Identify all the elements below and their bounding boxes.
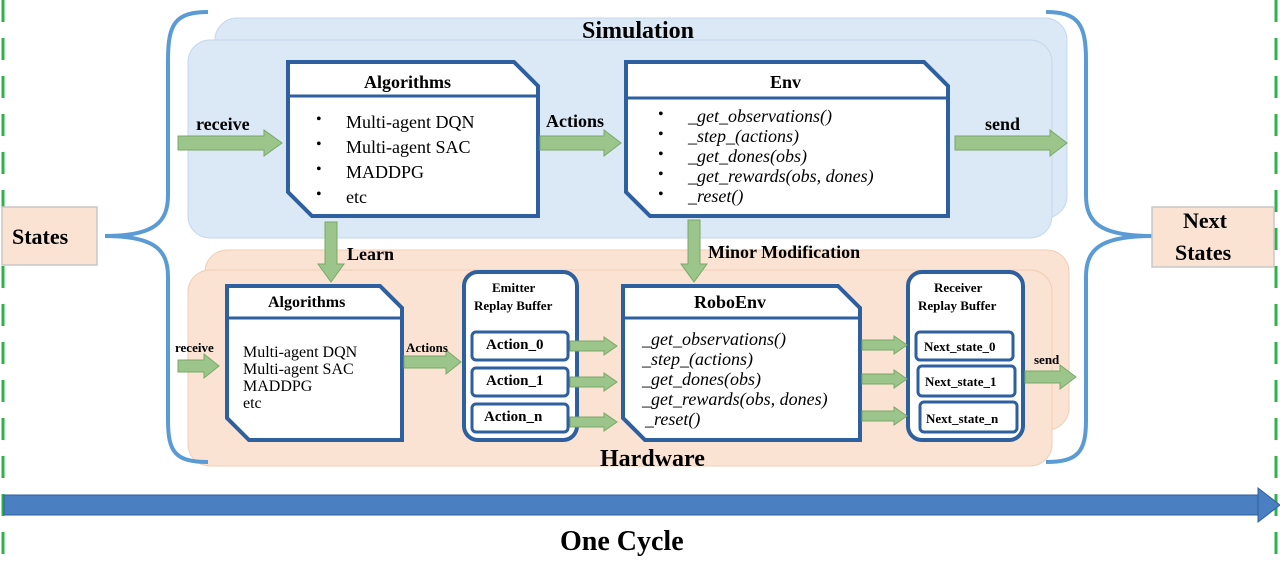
next-state-1-label: Next_state_1 — [925, 374, 997, 389]
sim-send-arrow — [954, 128, 1068, 158]
sim-send-label: send — [985, 114, 1021, 134]
hw-algorithm-item: MADDPG — [243, 378, 313, 395]
next-state-n-label: Next_state_n — [926, 411, 999, 426]
hardware-title: Hardware — [600, 446, 705, 472]
bullet: • — [658, 106, 664, 123]
next-state-0-box — [914, 330, 1015, 362]
roboenv-item: _get_rewards(obs, dones) — [642, 389, 828, 409]
bullet: • — [658, 186, 664, 203]
bullet: • — [316, 186, 322, 203]
states-label: States — [12, 224, 69, 249]
action-n-box — [470, 402, 570, 434]
sim-algorithm-item: Multi-agent SAC — [346, 137, 471, 157]
emitter-to-roboenv-arrow-1 — [569, 372, 618, 392]
action-0-label: Action_0 — [486, 337, 544, 353]
one-cycle-arrow — [3, 486, 1280, 524]
sim-env-item: _step_(actions) — [688, 126, 799, 146]
sim-env-item: _reset() — [688, 186, 744, 206]
simulation-title: Simulation — [582, 18, 695, 44]
action-1-box — [470, 366, 570, 398]
sim-env-box — [624, 60, 950, 218]
sim-env-title: Env — [770, 72, 802, 92]
next-states-line1: Next — [1183, 208, 1227, 233]
sim-receive-arrow — [177, 129, 283, 157]
sim-env-item: _get_rewards(obs, dones) — [688, 166, 874, 186]
bullet: • — [658, 146, 664, 163]
sim-algorithm-item: Multi-agent DQN — [346, 112, 475, 132]
bullet: • — [316, 136, 322, 153]
next-state-0-label: Next_state_0 — [924, 339, 996, 354]
roboenv-item: _get_dones(obs) — [642, 369, 761, 389]
bullet: • — [658, 126, 664, 143]
roboenv-to-receiver-arrow-0 — [861, 335, 908, 355]
one-cycle-label: One Cycle — [560, 526, 684, 557]
action-n-label: Action_n — [484, 409, 543, 425]
next-states-line2: States — [1175, 240, 1232, 265]
hw-send-arrow — [1024, 364, 1077, 390]
emitter-title-line1: Emitter — [492, 280, 536, 295]
receiver-title-line1: Receiver — [934, 280, 983, 295]
emitter-to-roboenv-arrow-n — [569, 412, 618, 432]
sim-algorithms-box — [286, 60, 540, 218]
hw-send-label: send — [1034, 352, 1060, 367]
hw-algorithms-title: Algorithms — [268, 294, 346, 311]
sim-algorithm-item: etc — [346, 187, 367, 207]
minor-modification-label: Minor Modification — [708, 242, 861, 262]
roboenv-item: _step_(actions) — [642, 349, 753, 369]
roboenv-to-receiver-arrow-1 — [861, 369, 908, 389]
receiver-title-line2: Replay Buffer — [918, 298, 997, 313]
hw-receive-arrow — [177, 352, 220, 380]
learn-label: Learn — [347, 244, 394, 264]
hw-algorithm-item: Multi-agent SAC — [243, 361, 354, 378]
hw-algorithm-item: etc — [243, 395, 262, 412]
roboenv-to-receiver-arrow-n — [861, 406, 908, 426]
hw-actions-arrow — [403, 348, 462, 376]
learn-arrow — [317, 221, 345, 283]
sim-algorithm-item: MADDPG — [346, 162, 425, 182]
hw-actions-label: Actions — [406, 340, 448, 355]
hw-receive-label: receive — [175, 340, 214, 355]
hw-algorithms-box — [225, 284, 404, 442]
next-state-n-box — [918, 400, 1019, 434]
action-1-label: Action_1 — [486, 373, 544, 389]
action-0-box — [470, 330, 570, 362]
roboenv-title: RoboEnv — [694, 292, 767, 312]
states-box — [1, 206, 98, 266]
bullet: • — [658, 166, 664, 183]
sim-algorithms-title: Algorithms — [364, 72, 451, 92]
minor-modification-arrow — [680, 219, 708, 283]
sim-actions-label: Actions — [546, 111, 604, 131]
roboenv-item: _reset() — [645, 409, 701, 429]
bullet: • — [316, 161, 322, 178]
next-states-box — [1151, 206, 1275, 268]
left-brace — [104, 10, 209, 464]
sim-receive-label: receive — [196, 114, 250, 134]
hw-algorithm-item: Multi-agent DQN — [243, 344, 358, 361]
emitter-to-roboenv-arrow-0 — [569, 336, 618, 356]
sim-env-item: _get_observations() — [688, 106, 832, 126]
sim-actions-arrow — [539, 128, 622, 158]
next-state-1-box — [916, 364, 1017, 398]
bullet: • — [316, 111, 322, 128]
roboenv-item: _get_observations() — [642, 329, 786, 349]
roboenv-box — [621, 284, 862, 442]
emitter-title-line2: Replay Buffer — [474, 298, 553, 313]
sim-env-item: _get_dones(obs) — [688, 146, 807, 166]
